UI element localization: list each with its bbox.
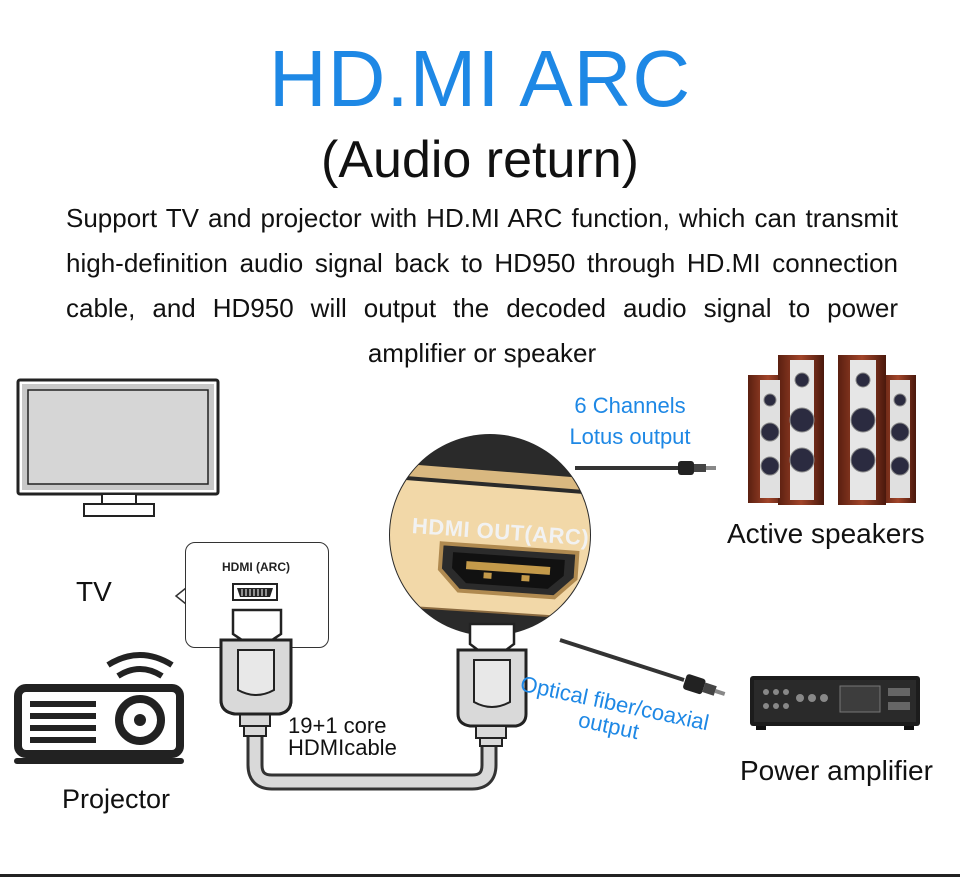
active-speakers-label: Active speakers <box>727 518 925 550</box>
channels-label: 6 Channels <box>555 390 705 421</box>
cable-core-label: 19+1 core <box>288 714 386 737</box>
cable-type-label: HDMIcable <box>288 736 397 759</box>
power-amplifier-icon <box>750 676 920 730</box>
callout-port-label: HDMI (ARC) <box>185 560 327 574</box>
lotus-cable <box>575 461 716 475</box>
hdmi-plug-right <box>458 624 526 746</box>
tv-icon <box>18 380 218 516</box>
lotus-output-label: Lotus output <box>555 421 705 452</box>
projector-icon <box>14 655 184 764</box>
tv-hdmi-arc-callout <box>185 542 329 648</box>
projector-label: Projector <box>62 784 170 815</box>
power-amplifier-label: Power amplifier <box>740 755 933 787</box>
active-speakers-icon <box>748 355 916 505</box>
tv-label: TV <box>76 576 112 608</box>
